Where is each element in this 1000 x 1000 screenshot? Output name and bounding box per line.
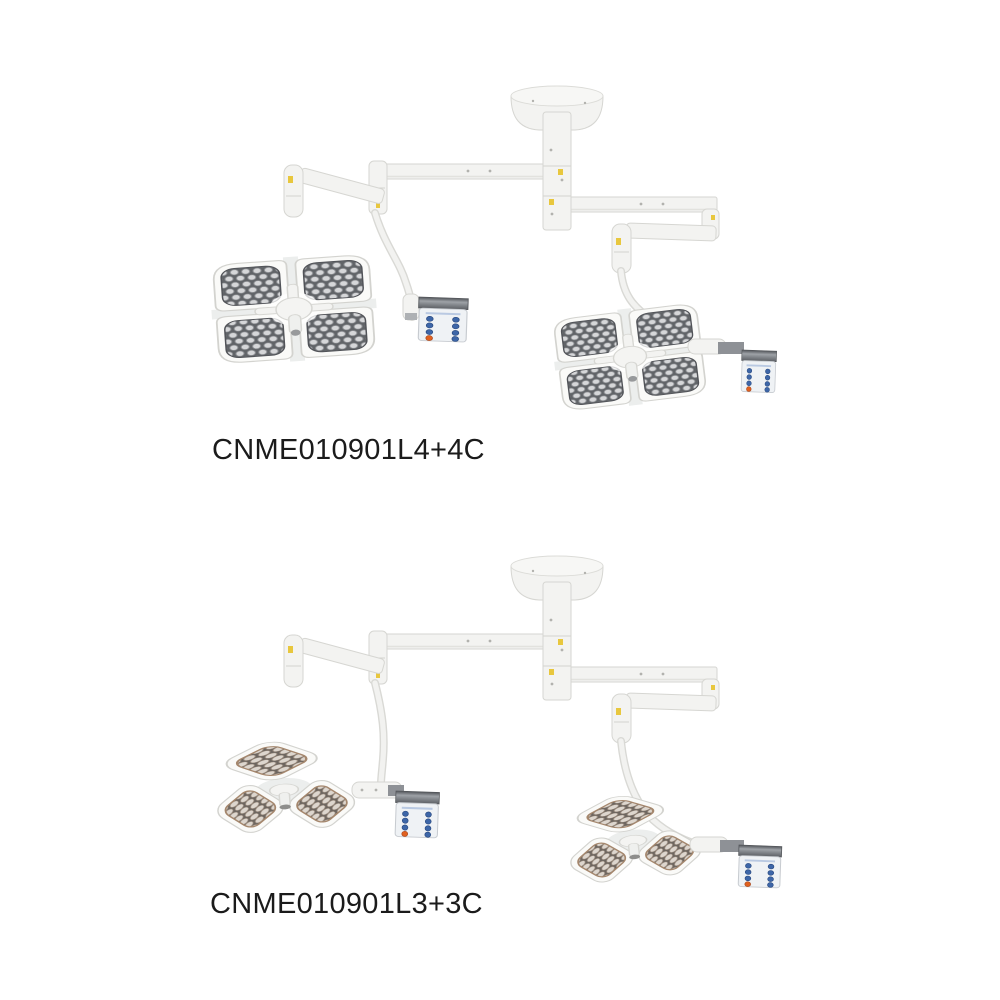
yoke-band	[718, 342, 744, 354]
yoke-band	[388, 785, 404, 796]
yoke-band	[720, 840, 744, 852]
product-model-label: CNME010901L4+4C	[212, 434, 485, 466]
keypad-assembly-right	[687, 338, 778, 394]
product-model-label: CNME010901L3+3C	[210, 888, 483, 920]
keypad-assembly-left	[351, 781, 441, 839]
product-figure-3plus3: CNME010901L3+3C	[0, 470, 1000, 940]
ceiling-mount	[283, 85, 720, 274]
product-figure-4plus4: CNME010901L4+4C	[0, 0, 1000, 470]
lamp-head-left	[207, 733, 362, 840]
lamp-head-right	[549, 300, 711, 415]
ceiling-mount	[283, 555, 720, 744]
product-illustration-4plus4	[0, 85, 778, 470]
gooseneck-left	[371, 679, 388, 788]
product-illustration-3plus3	[0, 555, 783, 940]
yoke-band	[405, 313, 417, 320]
lamp-head-left	[208, 251, 380, 367]
keypad-assembly-left	[402, 293, 469, 343]
lamp-head-right	[558, 785, 708, 890]
keypad-assembly-right	[689, 836, 783, 889]
